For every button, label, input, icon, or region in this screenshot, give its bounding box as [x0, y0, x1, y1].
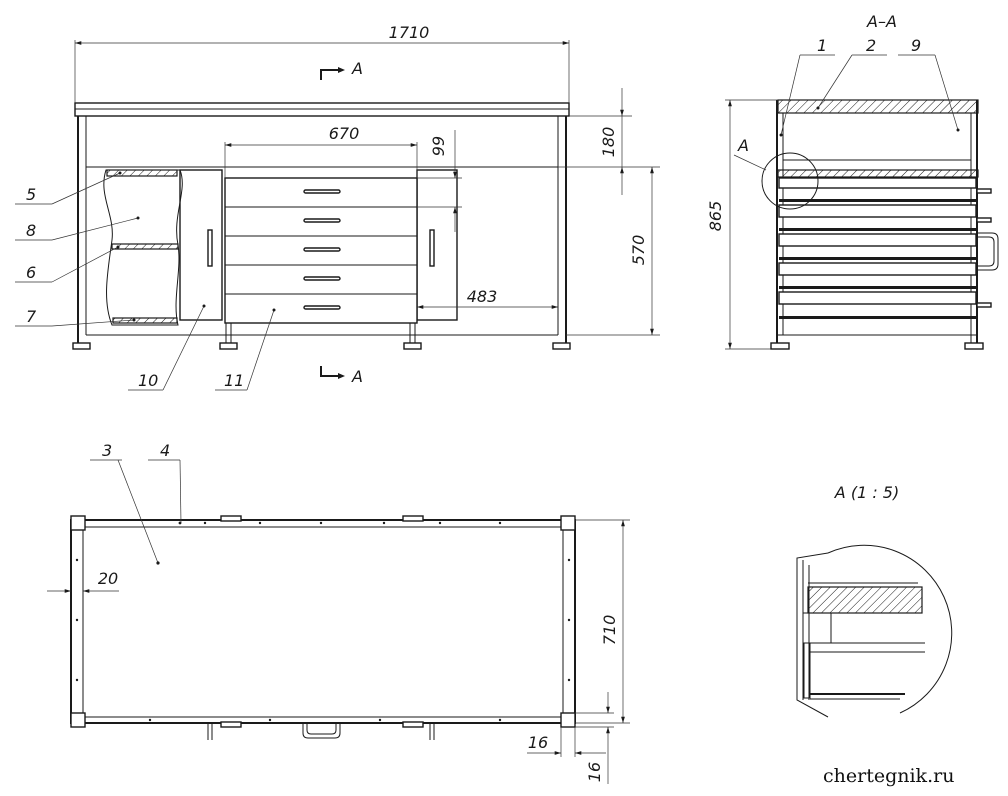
foot-mid-right [403, 342, 422, 350]
callout-4: 4 [148, 441, 182, 524]
section-mark-bottom: A [320, 366, 363, 386]
section-drawers [778, 177, 977, 319]
detail-view: A (1 : 5) [796, 483, 953, 718]
dim-depth: 710 [600, 615, 619, 646]
foot-left [72, 342, 91, 350]
svg-text:10: 10 [138, 371, 158, 390]
broken-out-section [103, 169, 183, 326]
plan-view: 3 4 20 710 16 16 [47, 441, 630, 784]
plan-bolts [75, 521, 571, 722]
callout-7: 7 [15, 307, 136, 327]
dim-corner-x: 16 [528, 733, 548, 752]
section-view: A–A [706, 12, 999, 350]
drawer-handles [303, 189, 341, 310]
section-knobs [976, 188, 999, 308]
callout-1: 1 [779, 36, 835, 137]
callout-2: 2 [816, 36, 887, 110]
dim-total-height: 865 [706, 201, 725, 232]
foot-mid-left [219, 342, 238, 350]
svg-text:A: A [737, 136, 749, 155]
right-cabinet-door [416, 169, 458, 321]
callout-3: 3 [90, 441, 160, 565]
dim-base-height: 570 [629, 235, 648, 266]
watermark: chertegnik.ru [823, 765, 954, 787]
detail-circle [761, 152, 819, 210]
door-handle-right [429, 229, 435, 267]
dim-edge-offset: 20 [98, 569, 118, 588]
callout-11: 11 [215, 308, 276, 391]
section-mark-top: A [320, 59, 363, 80]
plan-bottom-handles [207, 723, 435, 740]
svg-text:6: 6 [26, 263, 36, 282]
svg-text:3: 3 [102, 441, 112, 460]
svg-text:2: 2 [866, 36, 876, 55]
door-handle-left [207, 229, 213, 267]
dim-corner-y: 16 [585, 762, 604, 782]
left-cabinet-door [179, 169, 223, 321]
dim-side-width: 483 [467, 287, 498, 306]
front-view: 1710 670 99 180 570 483 A [15, 23, 660, 391]
plan-inner [82, 526, 564, 718]
svg-text:5: 5 [26, 185, 36, 204]
section-title: A–A [866, 12, 897, 31]
plan-top-tabs [220, 515, 424, 728]
svg-text:9: 9 [911, 36, 921, 55]
callout-8: 8 [15, 216, 140, 241]
callout-10: 10 [128, 304, 206, 391]
svg-text:7: 7 [26, 307, 37, 326]
dim-overall-width: 1710 [389, 23, 430, 42]
dim-top-height: 180 [599, 127, 618, 158]
svg-text:A: A [351, 367, 363, 386]
svg-text:A: A [351, 59, 363, 78]
detail-title: A (1 : 5) [834, 483, 899, 502]
callout-5: 5 [15, 171, 122, 205]
dim-drawer-width: 670 [329, 124, 360, 143]
svg-text:4: 4 [160, 441, 170, 460]
plan-corners [70, 515, 576, 728]
callout-9: 9 [898, 36, 960, 132]
callout-6: 6 [15, 245, 120, 283]
svg-text:1: 1 [817, 36, 827, 55]
foot-right [552, 342, 571, 350]
svg-text:8: 8 [26, 221, 36, 240]
dim-drawer-height: 99 [429, 136, 448, 156]
svg-text:11: 11 [224, 371, 244, 390]
plan-outer [70, 519, 576, 724]
